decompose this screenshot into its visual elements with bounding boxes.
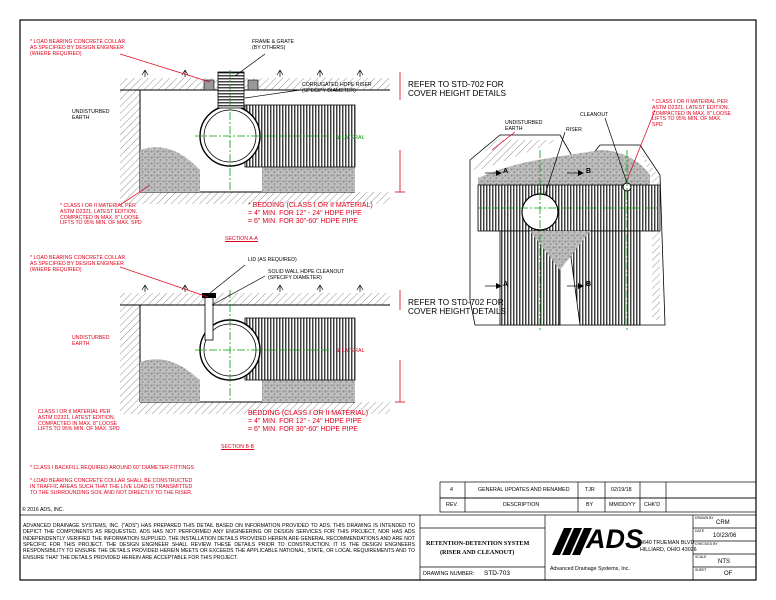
section-b-bedding-note: BEDDING (CLASS I OR II MATERIAL) = 4" MI… [248,410,369,433]
checked-label: CHECKED BY [695,542,718,546]
ads-logo-text: ADS [586,524,644,554]
rev-header-by: BY [586,502,594,508]
ads-logo-stripes [552,528,592,555]
footnote-2: * LOAD BEARING CONCRETE COLLAR SHALL BE … [30,478,193,496]
section-a-frame-note: FRAME & GRATE (BY OTHERS) [252,39,294,51]
section-a-collar-note: * LOAD BEARING CONCRETE COLLAR AS SPECIF… [30,39,126,57]
drawing-title-line2: (RISER AND CLEANOUT) [440,549,515,556]
rev-header-chkd: CHK'D [644,502,661,508]
plan-mark-b-bottom: B [586,281,592,288]
address-line2: HILLIARD, OHIO 43026 [640,547,697,553]
section-b-refer-note: REFER TO STD-702 FOR COVER HEIGHT DETAIL… [408,298,506,317]
section-a-lateral-label: ℄ LATERAL [337,135,365,141]
drawing-number-label: DRAWING NUMBER: [423,571,475,577]
section-b-class-note: CLASS I OR II MATERIAL PER ASTM D2321, L… [38,409,120,433]
rev-date: 02/19/18 [611,487,632,493]
sheet-label: SHEET [695,568,707,572]
section-a-refer-note: REFER TO STD-702 FOR COVER HEIGHT DETAIL… [408,80,506,99]
disclaimer-text: ADVANCED DRAINAGE SYSTEMS, INC. ("ADS") … [23,523,415,561]
drawing-title-line1: RETENTION-DETENTION SYSTEM [426,540,530,547]
drawn-by-label: DRAWN BY [695,516,714,520]
scale-label: SCALE [695,555,707,559]
section-a-riser-note: CORRUGATED HDPE RISER (SPECIFY DIAMETER) [302,82,372,94]
section-b-b-drawing [120,284,405,414]
section-b-lid-note: LID (AS REQUIRED) [248,257,297,263]
drawn-by-value: CRM [716,520,730,526]
rev-header-desc: DESCRIPTION [503,502,540,508]
plan-undisturbed-label: UNDISTURBED EARTH [505,120,543,132]
rev-header-rev: REV. [446,502,458,508]
sheet-value: OF [724,571,733,577]
plan-view-drawing [469,109,666,330]
plan-class-note: * CLASS I OR II MATERIAL PER ASTM D2321,… [652,99,731,129]
plan-riser-label: RISER [566,127,582,133]
date-label: DATE [695,529,705,533]
section-a-undisturbed-label: UNDISTURBED EARTH [72,109,110,121]
drawing-number: STD-703 [484,570,511,577]
section-b-collar-note: * LOAD BEARING CONCRETE COLLAR AS SPECIF… [30,255,126,273]
plan-cleanout-label: CLEANOUT [580,112,609,118]
section-a-bedding-note: * BEDDING (CLASS I OR II MATERIAL) = 4" … [248,202,373,225]
section-b-title: SECTION B-B [221,444,255,450]
rev-description: GENERAL UPDATES AND RENAMED [478,487,570,493]
rev-by: TJR [585,487,595,493]
section-b-undisturbed-label: UNDISTURBED EARTH [72,335,110,347]
plan-mark-b-top: B [586,168,592,175]
address-line1: 4640 TRUEMAN BLVD. [640,540,696,546]
footnote-1: * CLASS I BACKFILL REQUIRED AROUND 60" D… [30,465,194,471]
rev-number: 4 [450,487,453,493]
scale-value: NTS [718,559,730,565]
date-value: 10/23/06 [713,533,737,539]
section-a-title: SECTION A-A [225,236,258,242]
plan-mark-a-top: A [503,168,509,175]
copyright: © 2016 ADS, INC. [22,507,64,513]
section-a-class-note: * CLASS I OR II MATERIAL PER ASTM D2321,… [60,203,142,227]
rev-header-date: MM/DD/YY [609,502,636,508]
section-a-a-drawing [120,69,405,204]
company-name: Advanced Drainage Systems, Inc. [550,566,630,572]
section-b-lateral-label: ℄ LATERAL [337,348,365,354]
section-b-cleanout-note: SOLID WALL HDPE CLEANOUT (SPECIFY DIAMET… [268,269,345,281]
plan-mark-a-bottom: A [503,281,509,288]
